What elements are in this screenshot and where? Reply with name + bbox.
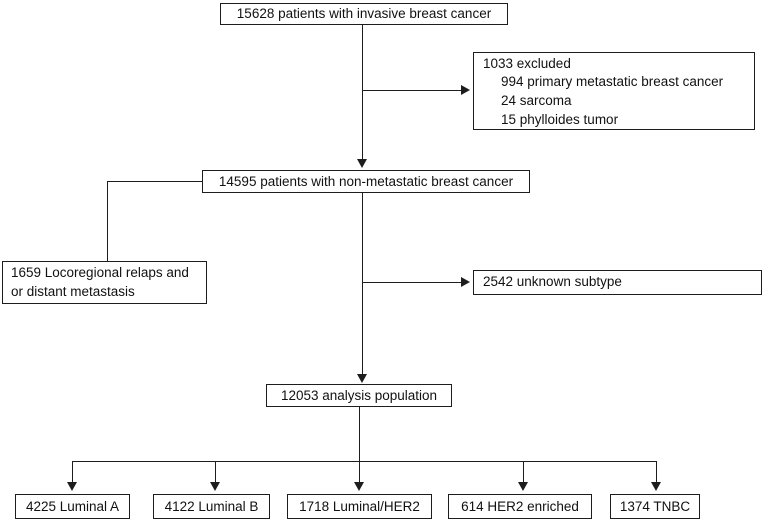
connector-drop-tnbc: [655, 461, 657, 482]
connector-nonmetastatic-to-analysis: [361, 193, 363, 374]
node-locoregional-relapse: 1659 Locoregional relaps and or distant …: [2, 261, 207, 304]
node-excluded: 1033 excluded 994 primary metastatic bre…: [473, 52, 755, 130]
arrowhead-down-icon: [650, 482, 661, 491]
arrowhead-down-icon: [66, 482, 77, 491]
connector-branch-to-excluded: [362, 89, 462, 91]
node-luminal-b: 4122 Luminal B: [153, 494, 270, 519]
node-luminal-her2: 1718 Luminal/HER2: [287, 494, 432, 519]
node-tnbc: 1374 TNBC: [610, 494, 700, 519]
connector-drop-luminal-a: [71, 461, 73, 482]
connector-drop-her2-enriched: [522, 461, 524, 482]
node-luminal-a: 4225 Luminal A: [15, 494, 130, 519]
arrowhead-down-icon: [353, 482, 364, 491]
arrowhead-down-icon: [517, 482, 528, 491]
connector-subtype-distribution-line: [72, 460, 657, 462]
excluded-line-metastatic: 994 primary metastatic breast cancer: [501, 74, 724, 90]
arrowhead-down-icon: [356, 374, 367, 383]
connector-drop-luminal-b: [214, 461, 216, 482]
arrowhead-right-icon: [461, 276, 470, 287]
connector-elbow-to-locoregional-vertical: [106, 181, 108, 261]
arrowhead-down-icon: [356, 159, 367, 168]
connector-invasive-to-nonmetastatic: [361, 25, 363, 159]
arrowhead-right-icon: [461, 84, 470, 95]
excluded-line-total: 1033 excluded: [483, 55, 571, 71]
excluded-line-phylloides: 15 phylloides tumor: [501, 111, 619, 127]
node-non-metastatic-breast-cancer: 14595 patients with non-metastatic breas…: [202, 170, 530, 193]
excluded-line-sarcoma: 24 sarcoma: [501, 93, 572, 108]
connector-branch-to-unknown-subtype: [362, 281, 462, 283]
node-invasive-breast-cancer: 15628 patients with invasive breast canc…: [220, 3, 508, 25]
locoregional-line-2: or distant metastasis: [11, 283, 135, 299]
locoregional-line-1: 1659 Locoregional relaps and: [11, 264, 189, 280]
arrowhead-down-icon: [209, 482, 220, 491]
unknown-subtype-label: 2542 unknown subtype: [483, 274, 622, 290]
node-her2-enriched: 614 HER2 enriched: [448, 494, 592, 519]
connector-elbow-to-locoregional-horizontal: [107, 180, 202, 182]
connector-analysis-to-subtypes: [358, 407, 360, 482]
node-unknown-subtype: 2542 unknown subtype: [473, 270, 762, 295]
node-analysis-population: 12053 analysis population: [266, 384, 452, 407]
